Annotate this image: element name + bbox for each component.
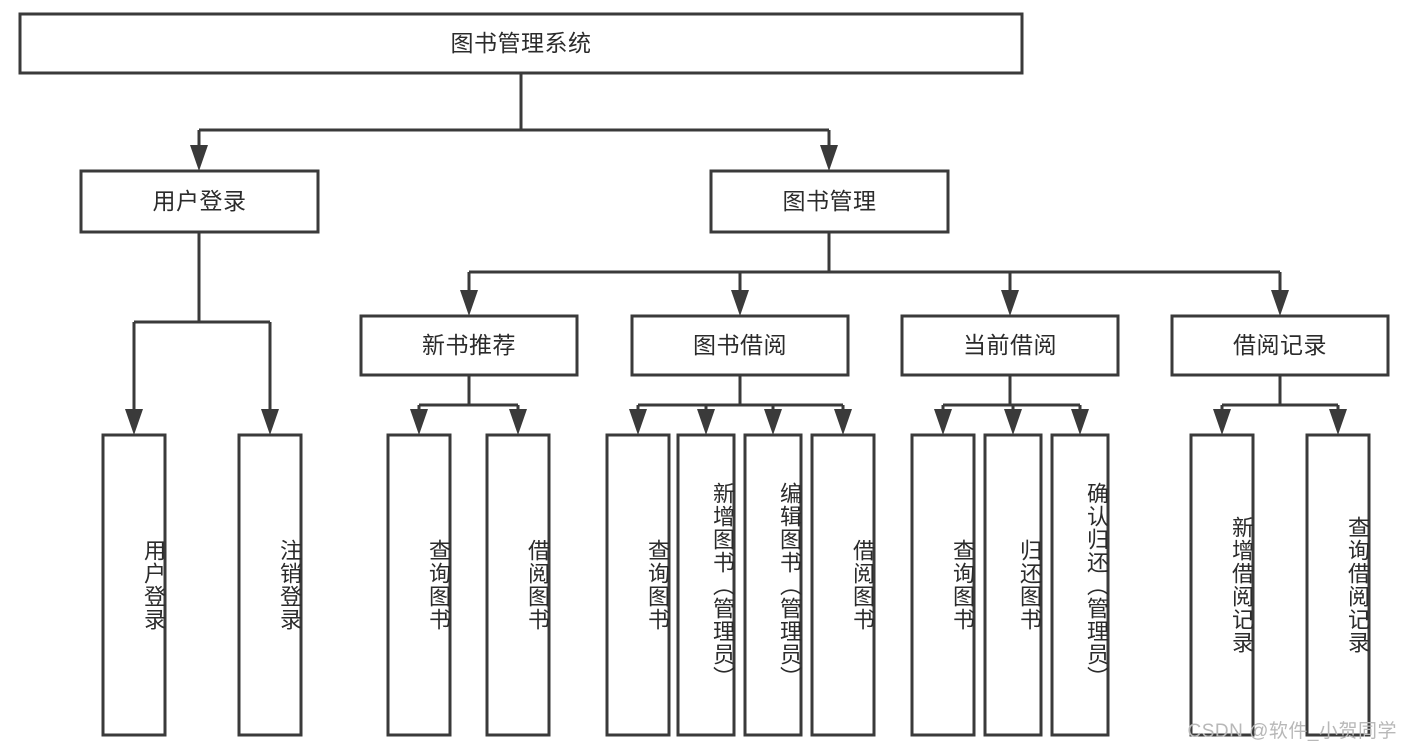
arrow-head-icon (731, 290, 749, 316)
node-box-leaf-confirm-return-admin[interactable] (1050, 433, 1110, 737)
node-box-leaf-borrow-book-1[interactable] (485, 433, 551, 737)
connector-layer (125, 73, 1347, 435)
arrow-head-icon (820, 145, 838, 171)
arrow-head-icon (125, 409, 143, 435)
arrow-head-icon (1071, 409, 1089, 435)
node-box-leaf-query-book-1[interactable] (386, 433, 452, 737)
node-box-leaf-add-book-admin[interactable] (676, 433, 736, 737)
arrow-head-icon (1213, 409, 1231, 435)
arrow-head-icon (509, 409, 527, 435)
arrow-head-icon (697, 409, 715, 435)
node-box-new-book-recommend[interactable] (359, 314, 579, 377)
node-box-leaf-query-book-3[interactable] (910, 433, 976, 737)
arrow-head-icon (1004, 409, 1022, 435)
arrow-head-icon (190, 145, 208, 171)
node-box-leaf-borrow-book-2[interactable] (810, 433, 876, 737)
arrow-head-icon (410, 409, 428, 435)
node-box-leaf-user-logout[interactable] (237, 433, 303, 737)
arrow-head-icon (1271, 290, 1289, 316)
node-box-current-borrow[interactable] (900, 314, 1120, 377)
arrow-head-icon (460, 290, 478, 316)
arrow-head-icon (261, 409, 279, 435)
box-layer (18, 12, 1390, 737)
node-box-borrow-record[interactable] (1170, 314, 1390, 377)
node-box-leaf-return-book[interactable] (983, 433, 1043, 737)
node-box-leaf-add-borrow-record[interactable] (1189, 433, 1255, 737)
arrow-head-icon (1001, 290, 1019, 316)
arrow-head-icon (764, 409, 782, 435)
node-box-book-borrow[interactable] (630, 314, 850, 377)
arrow-head-icon (1329, 409, 1347, 435)
node-box-leaf-query-book-2[interactable] (605, 433, 671, 737)
node-box-root[interactable] (18, 12, 1024, 75)
node-box-leaf-edit-book-admin[interactable] (743, 433, 803, 737)
arrow-head-icon (934, 409, 952, 435)
node-box-leaf-user-login[interactable] (101, 433, 167, 737)
node-box-leaf-query-borrow-record[interactable] (1305, 433, 1371, 737)
arrow-head-icon (629, 409, 647, 435)
node-box-user-login[interactable] (79, 169, 320, 234)
node-box-book-manage[interactable] (709, 169, 950, 234)
arrow-head-icon (834, 409, 852, 435)
